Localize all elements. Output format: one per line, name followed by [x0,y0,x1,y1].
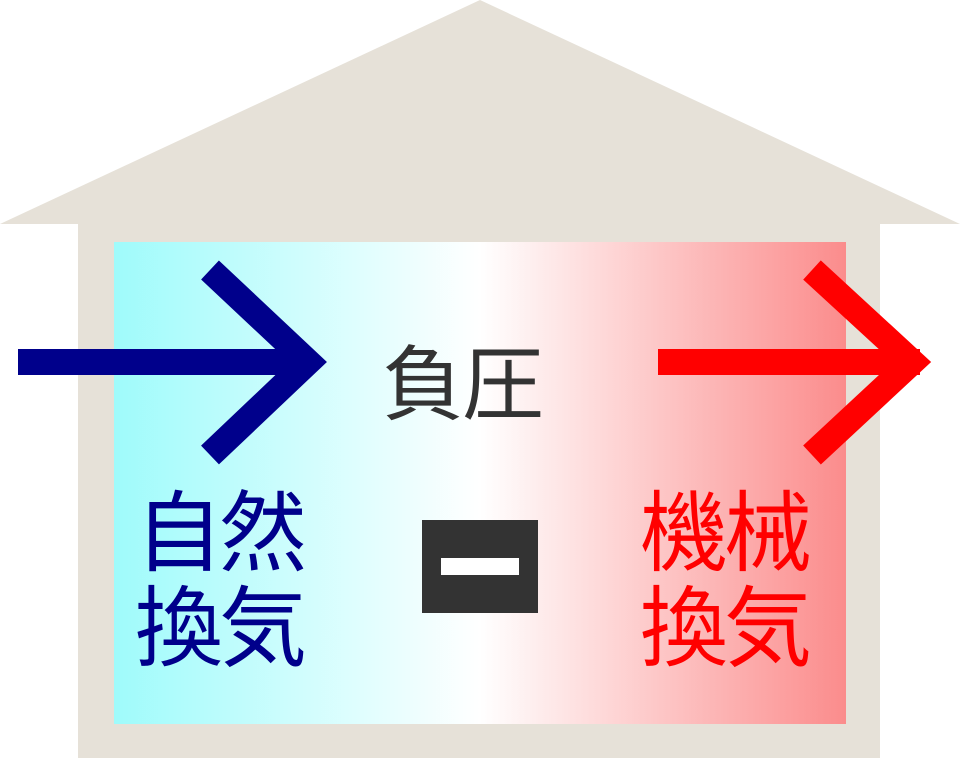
pressure-label: 負圧 [382,338,544,433]
mechanical-ventilation-arrow-icon [658,260,932,465]
room-interior [114,242,846,724]
mechanical-ventilation-label-line2: 換気 [640,577,812,680]
minus-icon [441,558,519,575]
natural-ventilation-label-line1: 自然 [135,482,307,585]
natural-ventilation-arrow-icon [18,260,327,465]
mechanical-ventilation-label-line1: 機械 [640,482,812,585]
natural-ventilation-label-line2: 換気 [135,577,307,680]
minus-badge [422,520,538,613]
